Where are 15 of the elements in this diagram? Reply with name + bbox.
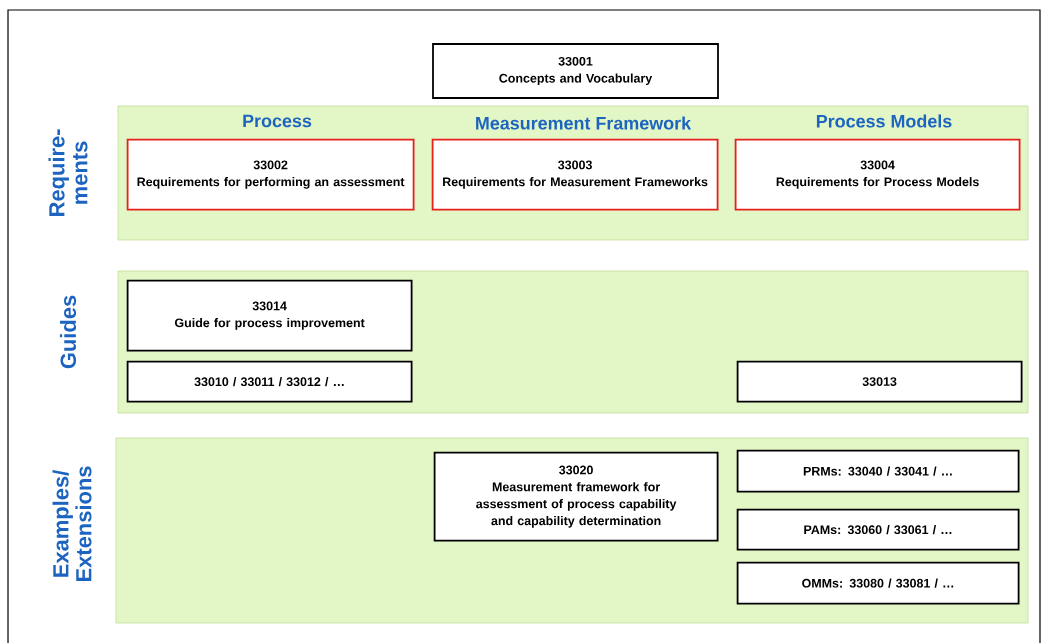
node-label: Examples/ Extensions [52,466,92,581]
text-box: PRMs: 33040 / 33041 / … [736,449,1020,493]
node-label: Guides [59,295,77,369]
text-box: 33002 Requirements for performing an assessment [126,138,415,211]
text-box: 33001 Concepts and Vocabulary [432,43,719,99]
text-box: PAMs: 33060 / 33061 / … [736,508,1020,551]
text-box: 33014 Guide for process improvement [126,279,413,352]
text-box: OMMs: 33080 / 33081 / … [736,561,1020,605]
text-box: 33010 / 33011 / 33012 / … [126,360,413,403]
text-box: 33013 [736,360,1023,403]
column-heading: Measurement Framework [476,116,692,130]
text-box: 33003 Requirements for Measurement Frameworks [431,138,719,211]
text-box: 33004 Requirements for Process Models [734,138,1021,211]
text-box: 33020 Measurement framework for assessment of process capability and capability determination [433,451,719,542]
node-label: Require- ments [48,129,88,216]
